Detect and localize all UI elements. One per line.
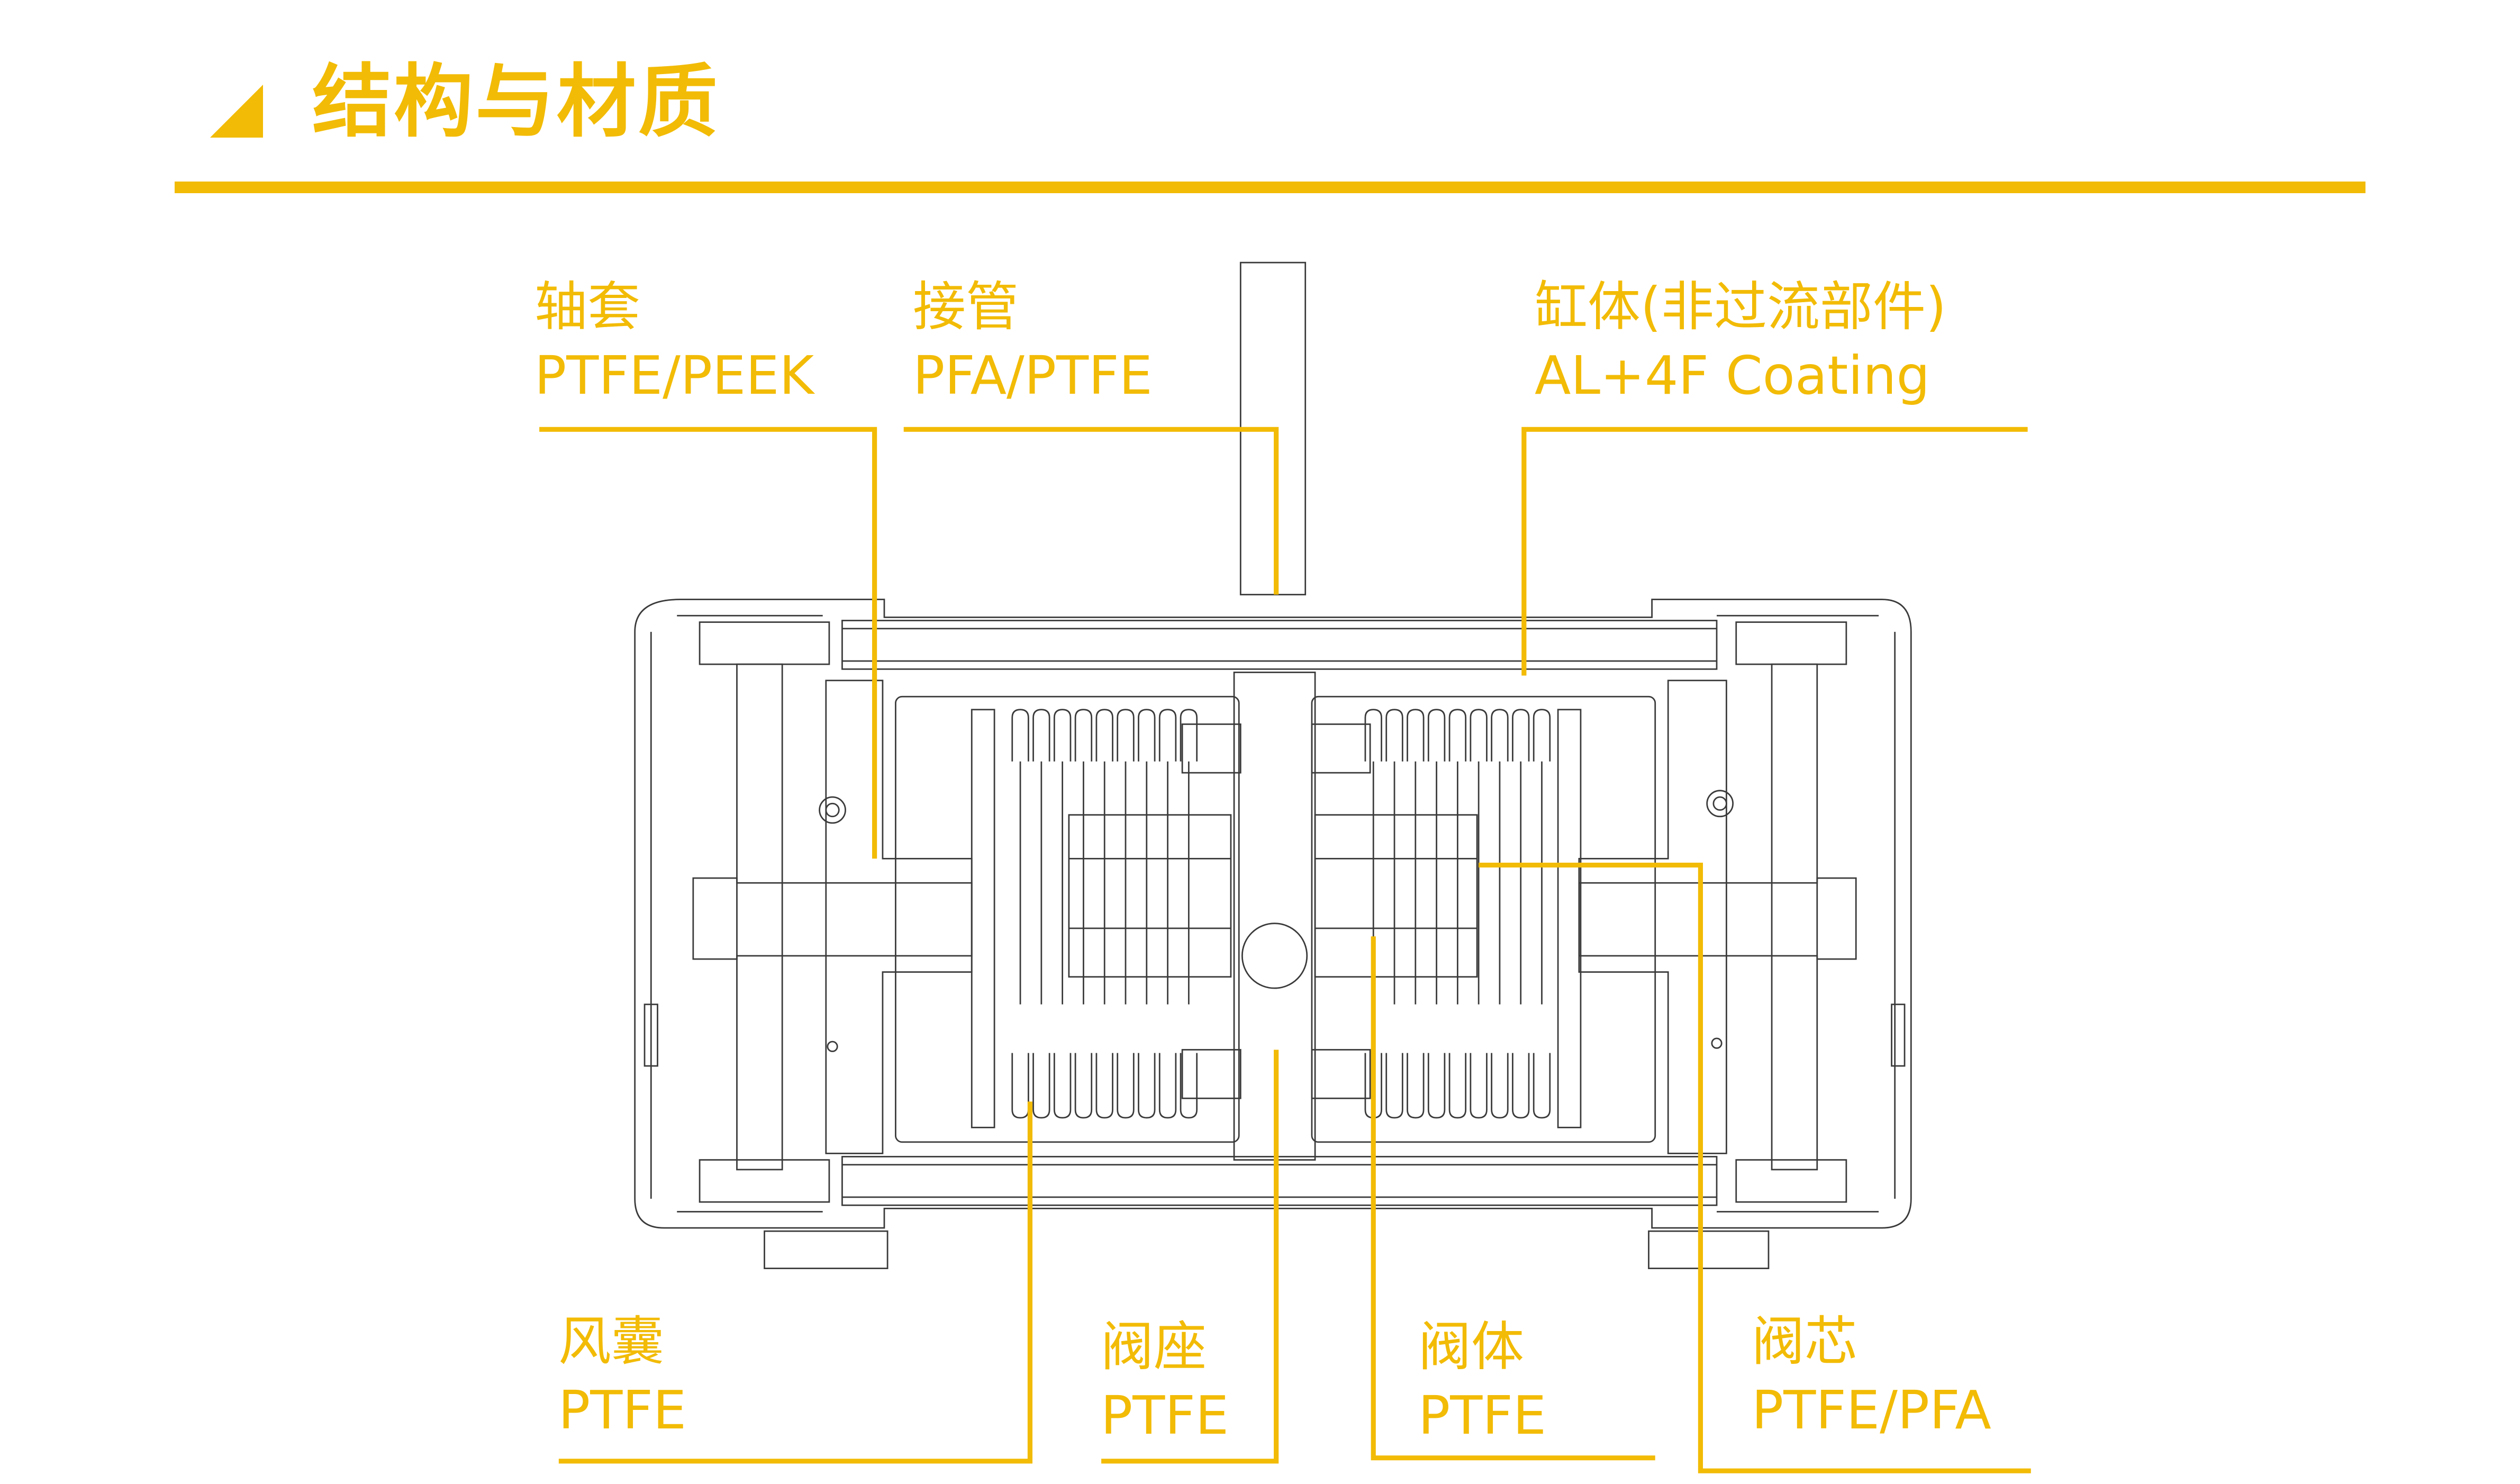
bolt-bottom-left: [699, 1159, 830, 1203]
callout-label-bellows: 风囊 PTFE: [558, 1307, 686, 1445]
callout-leaders: [539, 427, 2031, 1473]
callout-label-valve-body: 阀体 PTFE: [1418, 1313, 1546, 1450]
leader-valve-seat: [1101, 1049, 1279, 1464]
bellows-fold: [1180, 709, 1198, 762]
seat-block: [1311, 723, 1371, 774]
valve-core-right: [1314, 814, 1478, 978]
bellows-fold: [1448, 1053, 1467, 1119]
bellows-fold: [1074, 1053, 1093, 1119]
bellows-fold: [1407, 709, 1425, 762]
bellows-fold: [1448, 709, 1467, 762]
callout-label-valve-core: 阀芯 PTFE/PFA: [1752, 1307, 1991, 1445]
callout-label-bushing: 轴套 PTFE/PEEK: [534, 273, 814, 410]
callout-material: AL+4F Coating: [1535, 345, 1930, 406]
callout-name: 缸体(非过流部件): [1535, 276, 1947, 338]
bellows-fold: [1011, 1053, 1029, 1119]
bellows-fold: [1095, 709, 1113, 762]
seat-block: [1181, 1049, 1241, 1099]
bellows-fold: [1053, 1053, 1072, 1119]
callout-label-connector: 接管 PFA/PTFE: [913, 273, 1153, 410]
piston-left: [736, 663, 783, 1171]
diaphragm-plate-left: [971, 709, 995, 1128]
bellows-fold: [1512, 1053, 1530, 1119]
valve-drawing: [634, 261, 1912, 1270]
section-title: 结构与材质: [312, 56, 720, 148]
bolt-bottom-right: [1735, 1159, 1847, 1203]
shaft-left: [692, 877, 973, 960]
bellows-fold: [1117, 1053, 1135, 1119]
callout-material: PTFE: [558, 1379, 687, 1441]
leader-bellows: [558, 1101, 1033, 1464]
callout-material: PFA/PTFE: [913, 345, 1153, 406]
bellows-fold: [1032, 1053, 1050, 1119]
seat-block: [1181, 723, 1241, 774]
leader-valve-body: [1371, 936, 1655, 1461]
callout-name: 阀座: [1101, 1316, 1207, 1378]
flow-port: [1241, 922, 1308, 989]
bellows-fold: [1180, 1053, 1198, 1119]
bellows-fold: [1533, 709, 1551, 762]
housing-inner: [650, 614, 1896, 1212]
bellows-fold: [1407, 1053, 1425, 1119]
bellows-fold: [1032, 709, 1050, 762]
chamber-right: [1311, 695, 1656, 1143]
outer-housing: [634, 599, 1912, 1229]
callout-material: PTFE: [1101, 1385, 1229, 1446]
bellows-fold: [1491, 709, 1509, 762]
callout-name: 轴套: [534, 276, 640, 338]
bellows-fold: [1364, 709, 1382, 762]
callout-label-cylinder: 缸体(非过流部件) AL+4F Coating: [1535, 273, 1946, 410]
title-underline: [175, 182, 2365, 193]
bellows-fold: [1512, 709, 1530, 762]
leader-connector: [903, 427, 1279, 595]
bellows-fold: [1491, 1053, 1509, 1119]
callout-material: PTFE: [1418, 1385, 1547, 1446]
piston-right: [1771, 663, 1818, 1171]
leader-valve-core: [1479, 863, 2031, 1473]
bellows-fold: [1427, 709, 1446, 762]
callout-name: 接管: [913, 276, 1019, 338]
callout-label-valve-seat: 阀座 PTFE: [1101, 1313, 1229, 1450]
callout-name: 阀体: [1418, 1316, 1524, 1378]
shaft-right: [1578, 877, 1857, 960]
leader-bushing: [539, 427, 877, 859]
bellows-fold: [1074, 709, 1093, 762]
bellows-fold: [1158, 709, 1177, 762]
mount-foot-left: [764, 1230, 889, 1270]
bellows-fold: [1470, 1053, 1488, 1119]
diaphragm-plate-right: [1557, 709, 1582, 1128]
bellows-fold: [1138, 1053, 1156, 1119]
tie-rod-bottom: [841, 1156, 1718, 1206]
bellows-fold: [1138, 709, 1156, 762]
bellows-fold: [1158, 1053, 1177, 1119]
bellows-fold: [1053, 709, 1072, 762]
bellows-fold: [1385, 1053, 1403, 1119]
chamber-left: [895, 695, 1240, 1143]
bolt-top-left: [699, 621, 830, 665]
mount-foot-right: [1648, 1230, 1770, 1270]
bellows-fold: [1011, 709, 1029, 762]
cylinder-inner-left: [825, 680, 973, 1154]
tie-rod-top: [841, 620, 1718, 670]
leader-cylinder: [1521, 427, 2028, 676]
cylinder-inner-right: [1578, 680, 1727, 1154]
callout-material: PTFE/PEEK: [534, 345, 814, 406]
bolt-top-right: [1735, 621, 1847, 665]
seat-block: [1311, 1049, 1371, 1099]
callout-name: 风囊: [558, 1310, 664, 1372]
bellows-left: [1011, 709, 1198, 1119]
bellows-fold: [1533, 1053, 1551, 1119]
callout-name: 阀芯: [1752, 1310, 1857, 1372]
callout-material: PTFE/PFA: [1752, 1379, 1991, 1441]
valve-core-left: [1068, 814, 1232, 978]
bellows-fold: [1117, 709, 1135, 762]
bellows-fold: [1470, 709, 1488, 762]
bellows-fold: [1427, 1053, 1446, 1119]
bellows-right: [1364, 709, 1551, 1119]
valve-body-center: [1233, 672, 1316, 1161]
bellows-fold: [1095, 1053, 1113, 1119]
triangle-marker-icon: [210, 85, 263, 138]
bellows-fold: [1385, 709, 1403, 762]
